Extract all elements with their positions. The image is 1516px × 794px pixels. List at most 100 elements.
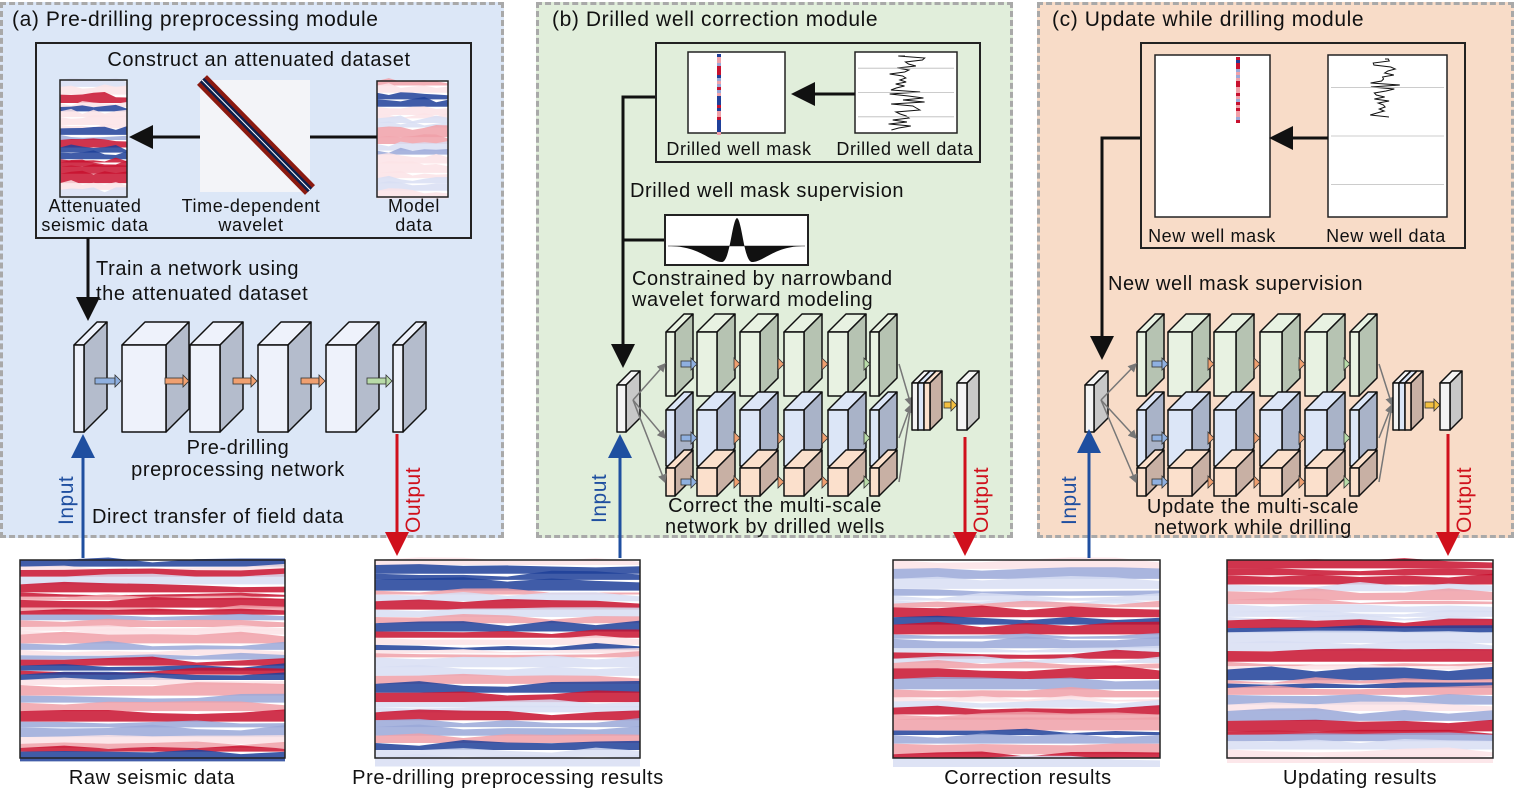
feature-arrow xyxy=(232,374,258,388)
connection-line xyxy=(1378,363,1395,407)
network-label-1: Pre-drilling xyxy=(186,437,290,459)
connection-line xyxy=(632,399,666,440)
feature-arrow xyxy=(863,475,871,489)
new-well-mask-image xyxy=(1154,54,1271,218)
feature-arrow xyxy=(94,374,122,388)
feature-arrow xyxy=(777,357,785,371)
feature-arrow xyxy=(300,374,326,388)
feature-arrow xyxy=(821,475,829,489)
updating-results-image xyxy=(1226,558,1494,764)
correction-results-label: Correction results xyxy=(944,767,1112,789)
feature-arrow xyxy=(1343,431,1351,445)
feature-arrow xyxy=(1207,357,1215,371)
feature-arrow xyxy=(1253,431,1261,445)
layer-block xyxy=(1349,313,1378,397)
connection-line xyxy=(632,362,666,401)
new-mask-label: New well mask xyxy=(1148,226,1276,246)
feature-arrow xyxy=(366,374,393,388)
input-label-a: Input xyxy=(55,475,78,525)
feature-arrow xyxy=(1207,431,1215,445)
layer-block xyxy=(1259,449,1301,497)
feature-arrow xyxy=(821,357,829,371)
feature-arrow xyxy=(733,357,741,371)
layer-block xyxy=(1259,313,1301,397)
feature-arrow xyxy=(777,431,785,445)
box-title: Construct an attenuated dataset xyxy=(107,49,411,71)
concat-layer xyxy=(923,370,943,431)
feature-arrow xyxy=(733,475,741,489)
feature-arrow xyxy=(1207,475,1215,489)
concat-layer xyxy=(1404,370,1424,431)
feature-arrow xyxy=(680,357,698,371)
panel-c-title: (c) Update while drilling module xyxy=(1052,8,1365,31)
panel-a-title: (a) Pre-drilling preprocessing module xyxy=(12,8,379,31)
layer-block xyxy=(869,449,898,497)
feature-arrow xyxy=(164,374,190,388)
attenuated-label-1: Attenuated xyxy=(48,196,142,216)
updating-results-label: Updating results xyxy=(1282,767,1438,789)
layer-block xyxy=(869,391,898,467)
train-text-2: the attenuated dataset xyxy=(96,283,309,305)
layer-block xyxy=(1167,313,1211,397)
feature-arrow xyxy=(733,431,741,445)
layer-block xyxy=(739,449,779,497)
layer-block xyxy=(1304,391,1346,467)
layer-block xyxy=(827,391,867,467)
drilled-well-box xyxy=(655,42,981,163)
connection-line xyxy=(1100,362,1138,401)
feature-arrow xyxy=(863,431,871,445)
drilled-well-data-image xyxy=(854,51,958,134)
model-label-1: Model xyxy=(387,196,441,216)
network-c-2: network while drilling xyxy=(1154,517,1352,539)
layer-block xyxy=(739,391,779,467)
output-label-c: Output xyxy=(1453,466,1476,533)
new-well-data-image xyxy=(1327,54,1448,218)
arrow-supervision-c xyxy=(1090,136,1140,360)
layer-block xyxy=(696,313,736,397)
network-label-2: preprocessing network xyxy=(131,459,345,481)
constrained-1: Constrained by narrowband xyxy=(632,268,893,290)
layer-block xyxy=(1304,313,1346,397)
model-label-2: data xyxy=(395,215,433,235)
correction-results-image xyxy=(892,557,1161,767)
attenuated-dataset-box xyxy=(35,42,472,239)
drilled-well-mask-image xyxy=(687,51,786,135)
drilled-mask-label: Drilled well mask xyxy=(666,139,812,159)
layer-block xyxy=(1213,313,1255,397)
predrilling-results-image xyxy=(374,557,641,767)
layer-block-a xyxy=(257,321,312,433)
supervision-c: New well mask supervision xyxy=(1108,273,1364,295)
raw-seismic-image xyxy=(19,557,286,762)
feature-arrow xyxy=(1151,475,1169,489)
model-data-image xyxy=(376,78,449,199)
feature-arrow xyxy=(1298,431,1306,445)
connection-line xyxy=(1378,403,1396,483)
feature-arrow xyxy=(821,431,829,445)
layer-block xyxy=(827,313,867,397)
layer-block-a xyxy=(189,321,244,433)
wavelet-label-2: wavelet xyxy=(218,215,284,235)
feature-arrow xyxy=(1253,357,1261,371)
connection-line xyxy=(1100,399,1138,440)
connection-line xyxy=(632,399,667,484)
wavelet-label-1: Time-dependent xyxy=(181,196,321,216)
arrow-supervision-b xyxy=(611,95,655,368)
supervision-b: Drilled well mask supervision xyxy=(630,180,905,202)
feature-arrow xyxy=(863,357,871,371)
layer-block xyxy=(1349,391,1378,467)
layer-block-a xyxy=(121,321,190,433)
connection-line xyxy=(898,403,915,483)
layer-block xyxy=(1136,391,1165,467)
input-layer xyxy=(1084,370,1109,433)
layer-block xyxy=(739,313,779,397)
layer-block xyxy=(869,313,898,397)
attenuated-seismic-image xyxy=(59,77,128,199)
feature-arrow xyxy=(1151,357,1169,371)
connection-line xyxy=(898,363,914,407)
layer-block xyxy=(783,313,823,397)
time-dependent-wavelet-image xyxy=(197,75,315,195)
output-label-b: Output xyxy=(970,466,993,533)
output-label-a: Output xyxy=(402,466,425,533)
feature-arrow xyxy=(680,431,698,445)
